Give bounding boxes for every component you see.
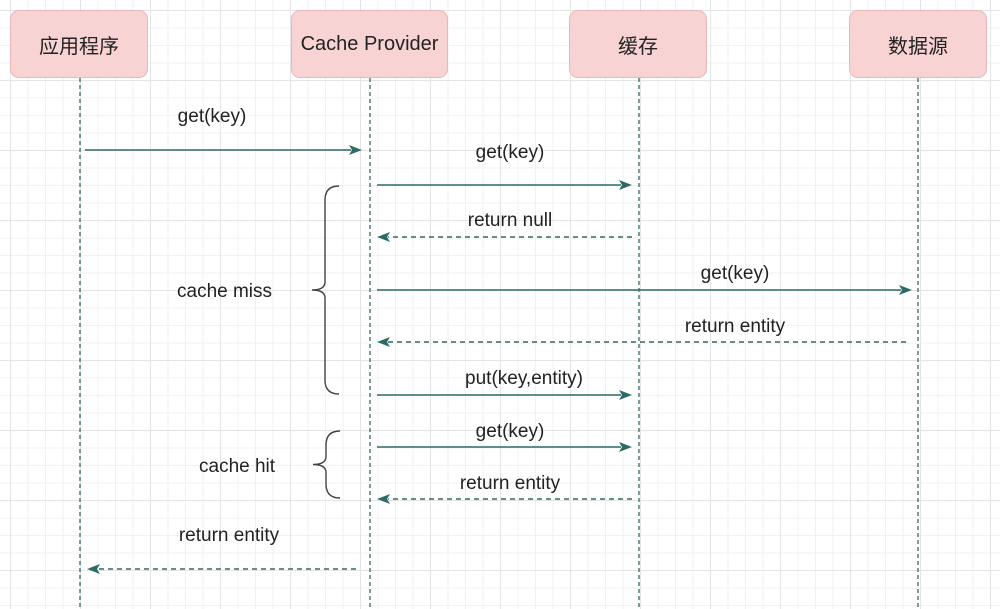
message-label-4: get(key) [700, 263, 770, 284]
message-arrowhead-4 [899, 285, 912, 295]
participant-provider-label: Cache Provider [300, 32, 439, 55]
message-arrowhead-6 [619, 390, 632, 400]
message-label-8: return entity [459, 473, 561, 494]
message-label-1: get(key) [177, 106, 247, 127]
message-arrowhead-7 [619, 442, 632, 452]
brace-cache-miss [311, 185, 340, 395]
message-label-7: get(key) [475, 421, 545, 442]
message-arrowhead-3 [377, 232, 390, 242]
message-arrowhead-1 [349, 145, 362, 155]
brace-cache-hit [312, 430, 341, 499]
message-arrowhead-9 [87, 564, 100, 574]
participant-app[interactable]: 应用程序 [10, 10, 148, 78]
message-arrowhead-5 [377, 337, 390, 347]
participant-provider[interactable]: Cache Provider [291, 10, 448, 78]
participant-source-label: 数据源 [888, 35, 948, 58]
message-label-9: return entity [178, 525, 280, 546]
message-label-6: put(key,entity) [465, 368, 583, 389]
participant-app-label: 应用程序 [39, 35, 119, 58]
group-label-cache-hit: cache hit [199, 456, 276, 477]
message-label-3: return null [467, 210, 553, 231]
message-arrowhead-8 [377, 494, 390, 504]
participant-source[interactable]: 数据源 [849, 10, 987, 78]
message-arrowhead-2 [619, 180, 632, 190]
group-label-cache-miss: cache miss [177, 281, 273, 302]
participant-cache[interactable]: 缓存 [569, 10, 707, 78]
message-label-2: get(key) [475, 142, 545, 163]
message-label-5: return entity [684, 316, 786, 337]
participant-cache-label: 缓存 [618, 35, 658, 58]
